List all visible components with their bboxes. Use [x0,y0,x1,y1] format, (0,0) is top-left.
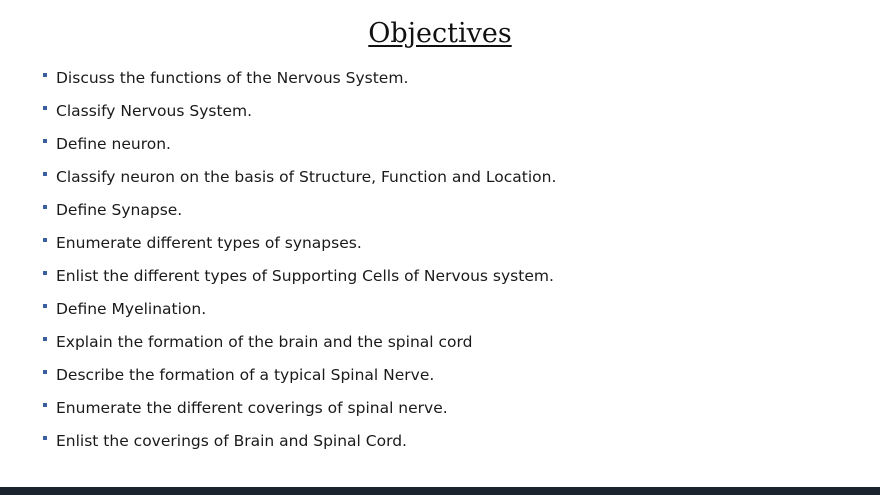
bullet-dot-icon [43,138,47,143]
objective-text: Classify Nervous System. [56,102,253,120]
slide-title: Objectives [368,18,512,49]
objective-text: Enumerate the different coverings of spi… [56,399,448,417]
objective-text: Define Myelination. [56,300,207,318]
list-item: Classify Nervous System. [43,95,880,128]
objectives-list: Discuss the functions of the Nervous Sys… [43,62,880,458]
bullet-dot-icon [43,369,47,374]
bullet-dot-icon [43,270,47,275]
list-item: Explain the formation of the brain and t… [43,326,880,359]
objective-text: Discuss the functions of the Nervous Sys… [56,69,409,87]
bullet-dot-icon [43,237,47,242]
objective-text: Classify neuron on the basis of Structur… [56,168,557,186]
list-item: Enlist the different types of Supporting… [43,260,880,293]
bullet-dot-icon [43,105,47,110]
list-item: Enumerate different types of synapses. [43,227,880,260]
list-item: Enumerate the different coverings of spi… [43,392,880,425]
objective-text: Enlist the coverings of Brain and Spinal… [56,432,407,450]
objective-text: Explain the formation of the brain and t… [56,333,473,351]
bullet-dot-icon [43,171,47,176]
objective-text: Define Synapse. [56,201,183,219]
list-item: Define Synapse. [43,194,880,227]
list-item: Describe the formation of a typical Spin… [43,359,880,392]
objective-text: Define neuron. [56,135,171,153]
bullet-dot-icon [43,336,47,341]
list-item: Classify neuron on the basis of Structur… [43,161,880,194]
list-item: Define Myelination. [43,293,880,326]
list-item: Discuss the functions of the Nervous Sys… [43,62,880,95]
bullet-dot-icon [43,303,47,308]
bullet-dot-icon [43,402,47,407]
bullet-dot-icon [43,72,47,77]
list-item: Enlist the coverings of Brain and Spinal… [43,425,880,458]
bottom-edge-bar [0,487,880,495]
list-item: Define neuron. [43,128,880,161]
objective-text: Enlist the different types of Supporting… [56,267,554,285]
bullet-dot-icon [43,204,47,209]
bullet-dot-icon [43,435,47,440]
objective-text: Enumerate different types of synapses. [56,234,362,252]
objective-text: Describe the formation of a typical Spin… [56,366,435,384]
